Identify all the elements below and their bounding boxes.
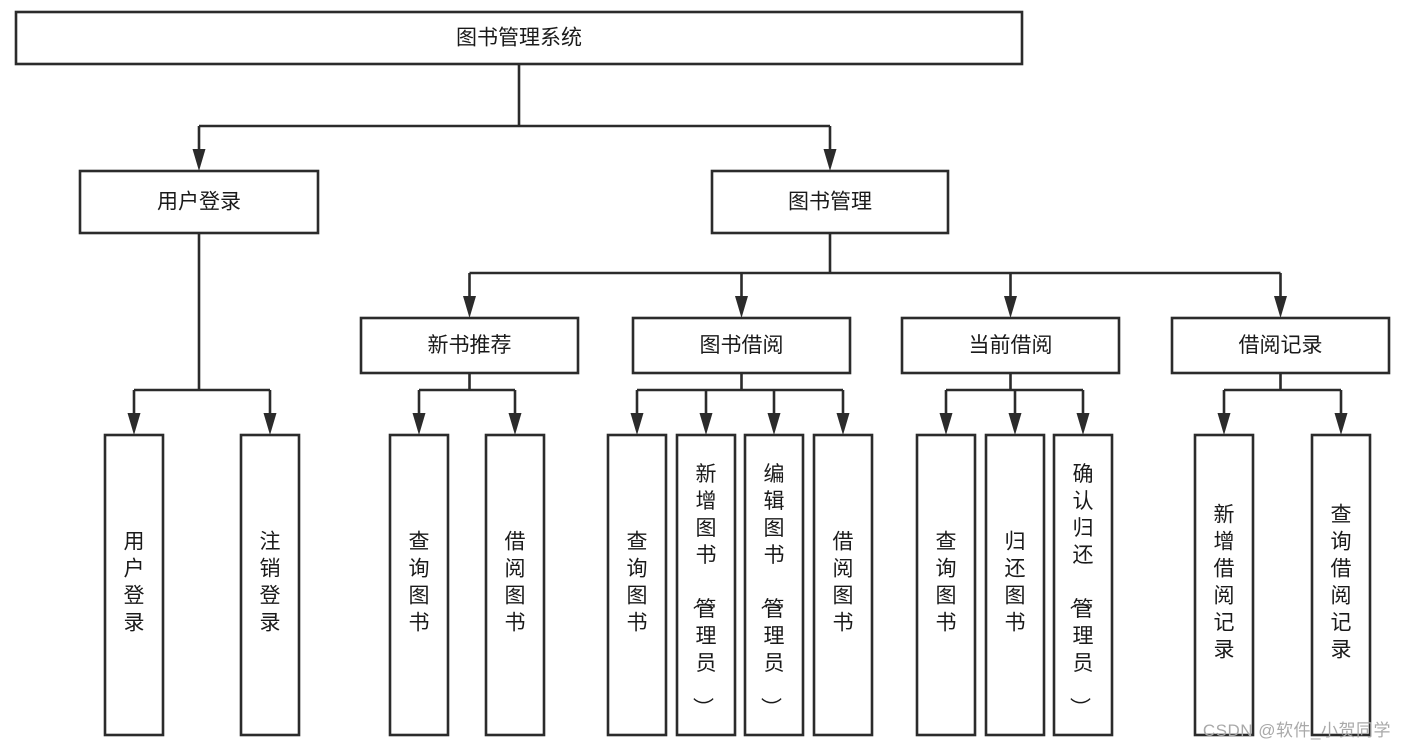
arrow-head-icon [1004,296,1017,318]
csdn-watermark: CSDN @软件_小贺同学 [1202,721,1391,740]
node-box-leaf-query-book-borrow [606,433,668,737]
node-label-leaf-borrow-book: 借阅图书 [833,531,854,635]
node-leaf-confirm-return[interactable]: 确认归还（管理员） [1052,433,1114,737]
node-label-leaf-logout: 注销登录 [260,531,281,635]
node-leaf-query-record[interactable]: 查询借阅记录 [1310,433,1372,737]
node-label-book-borrow: 图书借阅 [700,334,784,357]
node-leaf-user-login[interactable]: 用户登录 [103,433,165,737]
node-box-borrow-record [1170,316,1391,375]
arrow-head-icon [192,149,206,171]
connector-group-book-manage [463,233,1287,318]
node-leaf-logout[interactable]: 注销登录 [239,433,301,737]
node-box-leaf-logout [239,433,301,737]
node-label-new-book-rec: 新书推荐 [428,334,512,357]
connector-group-borrow-record [1217,373,1348,435]
node-box-current-borrow [900,316,1121,375]
node-box-leaf-edit-book [743,433,805,737]
node-label-leaf-add-book: 新增图书（管理员） [691,463,717,718]
arrow-head-icon [1217,413,1231,435]
node-label-leaf-borrow-book-rec: 借阅图书 [505,531,526,635]
arrow-head-icon [1274,296,1287,318]
node-root[interactable]: 图书管理系统 [14,10,1024,66]
arrow-head-icon [463,296,476,318]
connector-group-user-login [127,233,277,435]
node-leaf-borrow-book-rec[interactable]: 借阅图书 [484,433,546,737]
node-box-leaf-return-book [984,433,1046,737]
connector-group-new-book-rec [412,373,522,435]
node-label-leaf-query-record: 查询借阅记录 [1331,504,1352,662]
node-new-book-rec[interactable]: 新书推荐 [359,316,580,375]
node-label-leaf-return-book: 归还图书 [1005,531,1026,635]
arrow-head-icon [508,413,522,435]
node-label-leaf-confirm-return: 确认归还（管理员） [1068,463,1094,718]
arrow-head-icon [836,413,850,435]
node-borrow-record[interactable]: 借阅记录 [1170,316,1391,375]
arrow-head-icon [939,413,953,435]
arrow-head-icon [127,413,141,435]
node-box-leaf-user-login [103,433,165,737]
node-label-leaf-query-book-borrow: 查询图书 [627,531,648,635]
node-label-user-login: 用户登录 [157,191,241,214]
node-label-leaf-user-login: 用户登录 [124,531,145,635]
node-box-leaf-query-book-current [915,433,977,737]
arrow-head-icon [1334,413,1348,435]
node-box-leaf-query-book-rec [388,433,450,737]
arrow-head-icon [735,296,748,318]
arrow-head-icon [630,413,644,435]
node-leaf-borrow-book[interactable]: 借阅图书 [812,433,874,737]
node-label-borrow-record: 借阅记录 [1239,334,1323,357]
node-label-leaf-query-book-current: 查询图书 [936,531,957,635]
node-current-borrow[interactable]: 当前借阅 [900,316,1121,375]
node-label-leaf-edit-book: 编辑图书（管理员） [759,463,785,718]
node-leaf-query-book-current[interactable]: 查询图书 [915,433,977,737]
node-user-login[interactable]: 用户登录 [78,169,320,235]
node-box-book-borrow [631,316,852,375]
node-label-current-borrow: 当前借阅 [969,334,1053,357]
node-box-leaf-query-record [1310,433,1372,737]
node-box-leaf-add-record [1193,433,1255,737]
arrow-head-icon [823,149,837,171]
node-label-book-manage: 图书管理 [788,191,872,214]
node-label-leaf-add-record: 新增借阅记录 [1214,504,1235,662]
node-box-book-manage [710,169,950,235]
node-label-root: 图书管理系统 [456,27,582,50]
connector-layer [127,64,1348,435]
arrow-head-icon [1076,413,1090,435]
node-box-leaf-borrow-book [812,433,874,737]
node-book-borrow[interactable]: 图书借阅 [631,316,852,375]
node-leaf-query-book-borrow[interactable]: 查询图书 [606,433,668,737]
connector-group-root [192,64,837,171]
arrow-head-icon [263,413,277,435]
node-box-new-book-rec [359,316,580,375]
node-box-leaf-confirm-return [1052,433,1114,737]
node-leaf-return-book[interactable]: 归还图书 [984,433,1046,737]
connector-group-book-borrow [630,373,850,435]
arrow-head-icon [1008,413,1022,435]
node-box-user-login [78,169,320,235]
node-leaf-add-record[interactable]: 新增借阅记录 [1193,433,1255,737]
arrow-head-icon [767,413,781,435]
node-layer: 图书管理系统用户登录图书管理新书推荐图书借阅当前借阅借阅记录用户登录注销登录查询… [14,10,1391,737]
node-book-manage[interactable]: 图书管理 [710,169,950,235]
connector-group-current-borrow [939,373,1090,435]
node-leaf-add-book[interactable]: 新增图书（管理员） [675,433,737,737]
arrow-head-icon [699,413,713,435]
node-label-leaf-query-book-rec: 查询图书 [409,531,430,635]
node-box-leaf-add-book [675,433,737,737]
node-leaf-edit-book[interactable]: 编辑图书（管理员） [743,433,805,737]
arrow-head-icon [412,413,426,435]
node-box-leaf-borrow-book-rec [484,433,546,737]
node-box-root [14,10,1024,66]
node-leaf-query-book-rec[interactable]: 查询图书 [388,433,450,737]
